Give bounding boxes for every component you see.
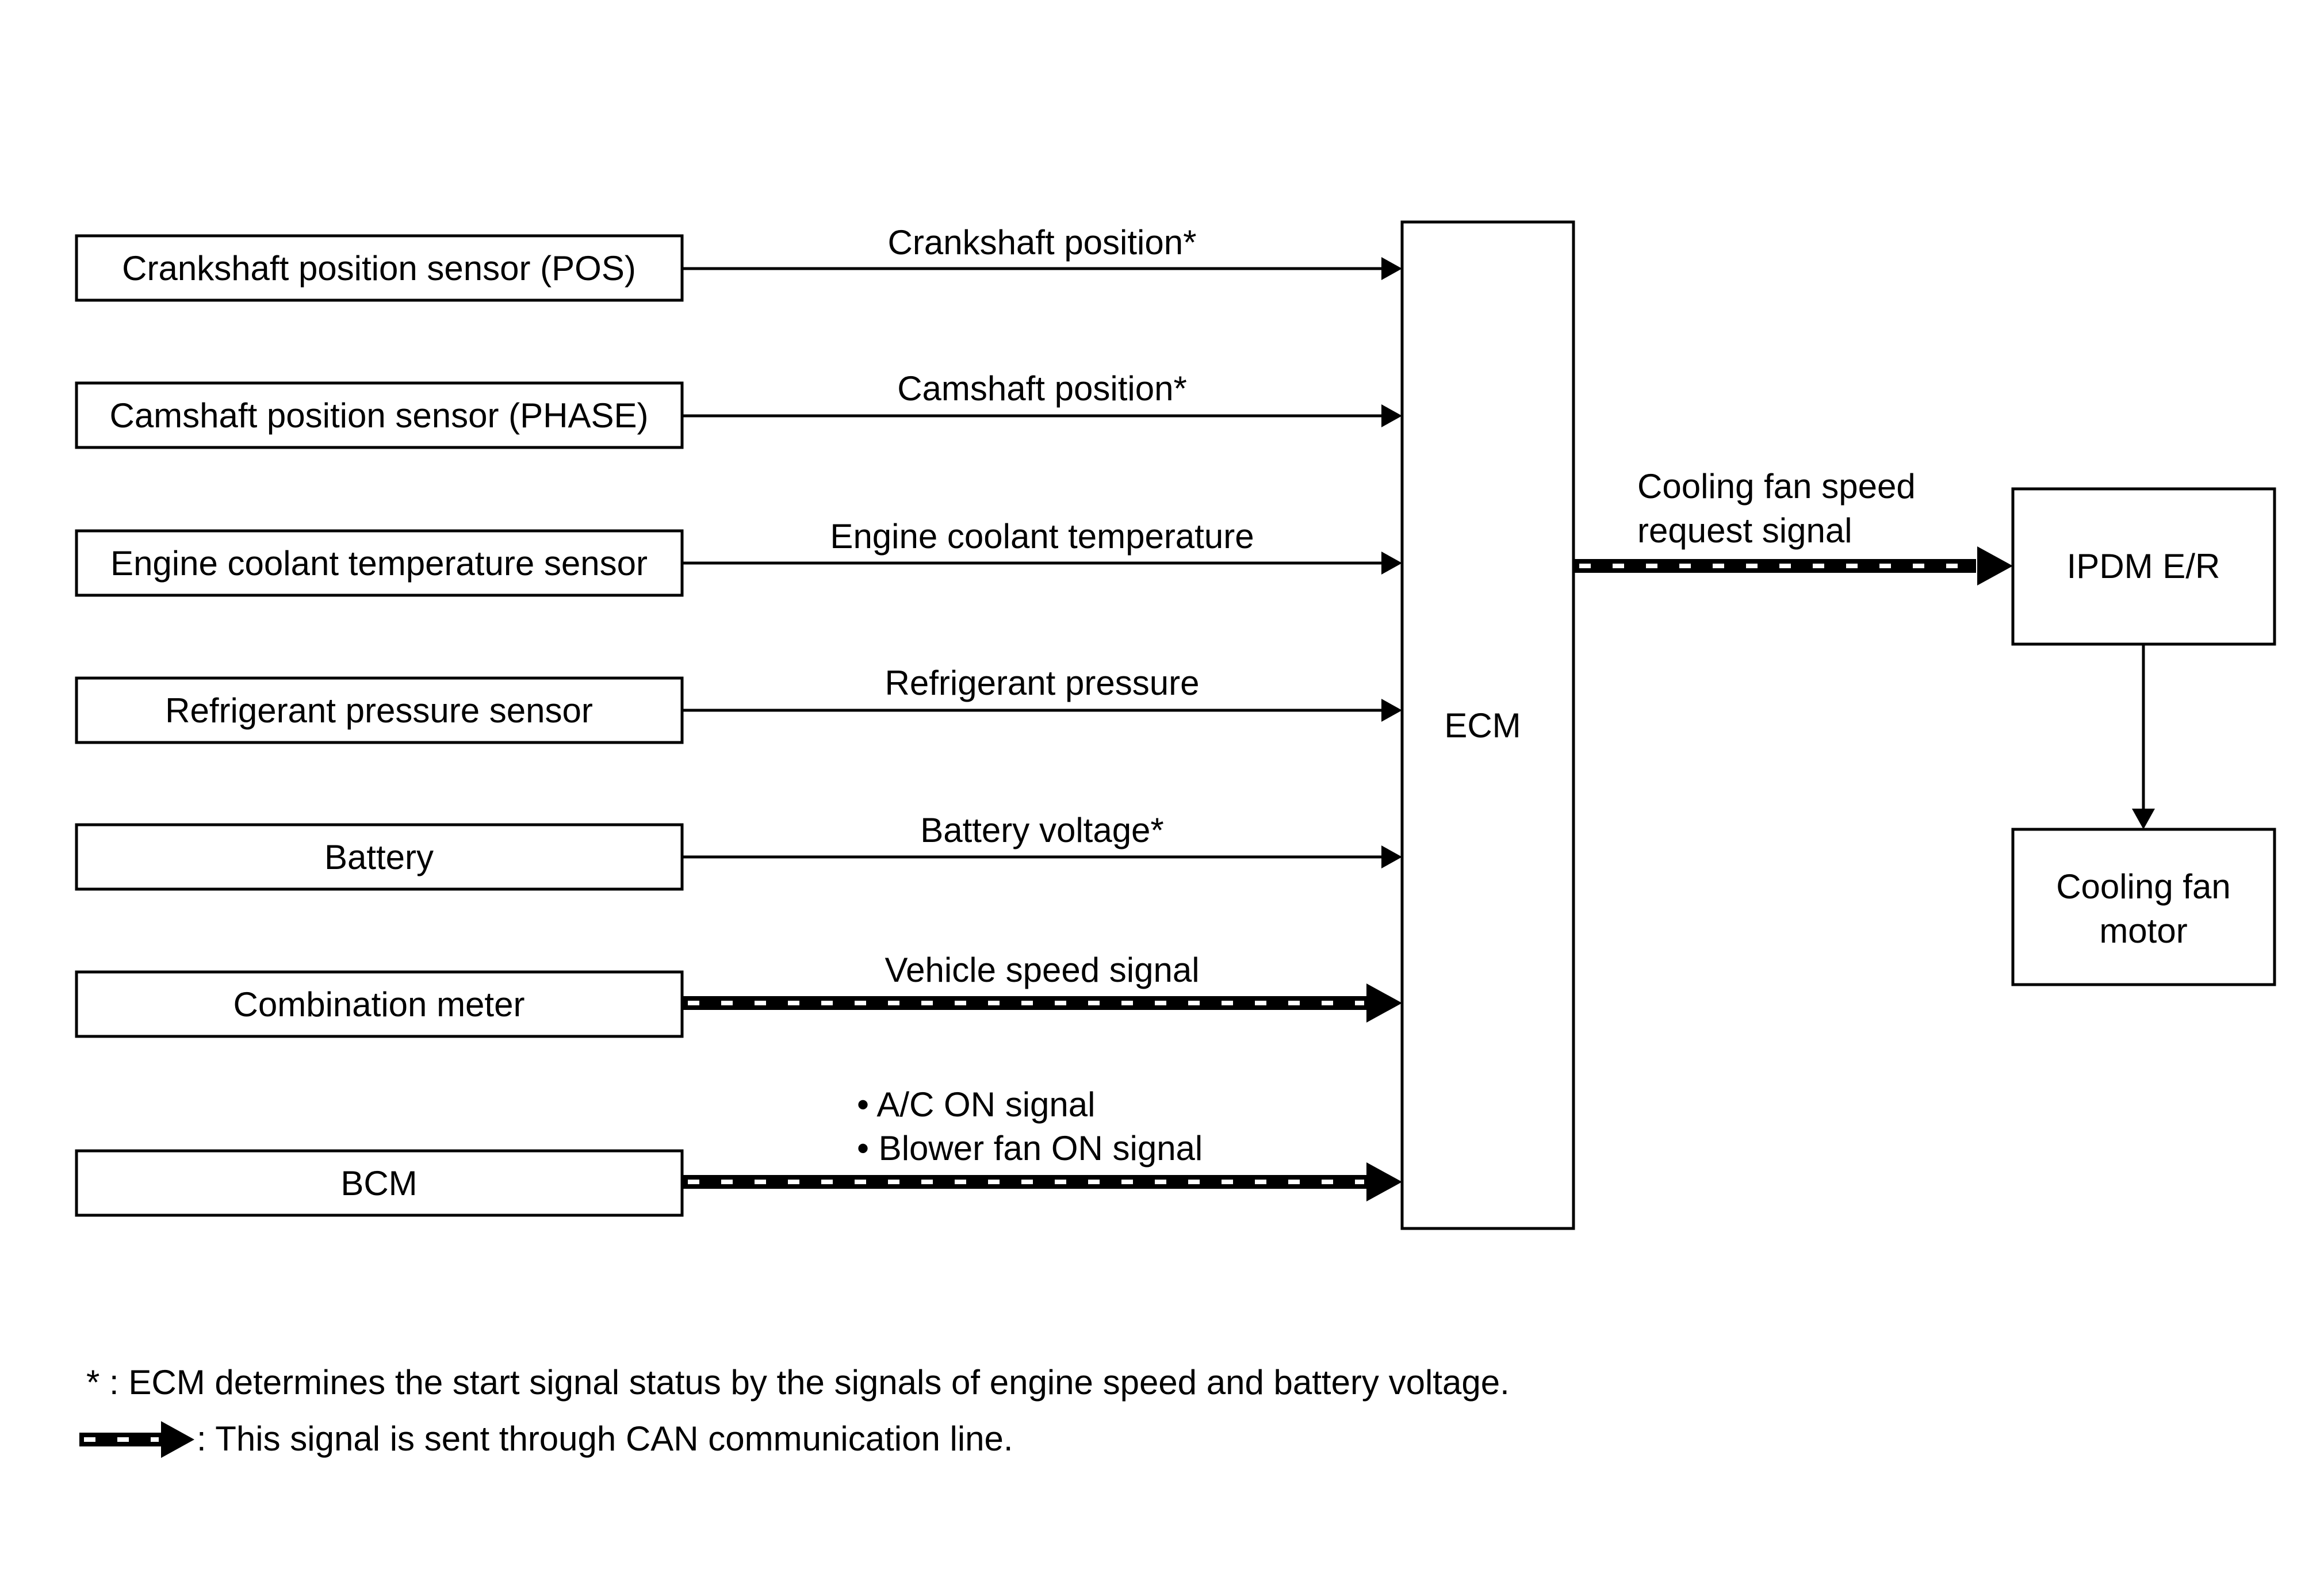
signal-label-blower-fan-on: • Blower fan ON signal [857,1129,1203,1168]
wire-camshaft [682,404,1402,427]
can-legend-symbol [79,1421,194,1458]
wire-battery [682,845,1402,868]
signal-label-coolant: Engine coolant temperature [830,517,1254,556]
signal-label-crankshaft: Crankshaft position* [888,223,1197,262]
input-camshaft-sensor: Camshaft position sensor (PHASE) [75,381,684,449]
signal-label-ac-on: • A/C ON signal [857,1085,1096,1124]
input-coolant-sensor: Engine coolant temperature sensor [75,529,684,597]
coolant-sensor-label: Engine coolant temperature sensor [110,544,648,583]
signal-label-refrigerant: Refrigerant pressure [885,664,1200,702]
input-refrigerant-sensor: Refrigerant pressure sensor [75,676,684,744]
wire-crankshaft [682,257,1402,280]
wire-coolant [682,552,1402,575]
input-battery: Battery [75,823,684,891]
input-combination-meter: Combination meter [75,970,684,1038]
fan-motor-label-line1: Cooling fan [2056,867,2231,906]
wire-ipdm-to-fan [2132,644,2155,829]
fan-motor-label-line2: motor [2099,912,2187,950]
refrigerant-sensor-label: Refrigerant pressure sensor [165,691,593,730]
input-bcm: BCM [75,1149,684,1217]
battery-label: Battery [324,838,434,876]
ecm-label: ECM [1444,706,1521,745]
bcm-label: BCM [340,1164,417,1203]
note-asterisk: * : ECM determines the start signal stat… [86,1363,1510,1402]
input-crankshaft-sensor: Crankshaft position sensor (POS) [75,234,684,302]
can-line-vehicle-speed [682,983,1402,1023]
ipdm-block: IPDM E/R [2011,487,2276,646]
can-line-bcm [682,1162,1402,1201]
signal-label-fan-speed-line1: Cooling fan speed [1637,467,1916,506]
crankshaft-sensor-label: Crankshaft position sensor (POS) [122,249,636,288]
ecm-block: ECM [1400,220,1575,1230]
can-line-fan-request [1573,546,2013,585]
signal-label-battery: Battery voltage* [920,811,1164,849]
wire-refrigerant [682,699,1402,722]
signal-label-fan-speed-line2: request signal [1637,511,1852,550]
signal-label-camshaft: Camshaft position* [897,369,1187,408]
note-can-legend: : This signal is sent through CAN commun… [197,1419,1013,1458]
signal-label-vehicle-speed: Vehicle speed signal [885,951,1199,989]
combination-meter-label: Combination meter [233,985,525,1024]
camshaft-sensor-label: Camshaft position sensor (PHASE) [109,396,648,435]
ipdm-label: IPDM E/R [2067,547,2220,585]
cooling-fan-motor-block: Cooling fan motor [2011,828,2276,986]
